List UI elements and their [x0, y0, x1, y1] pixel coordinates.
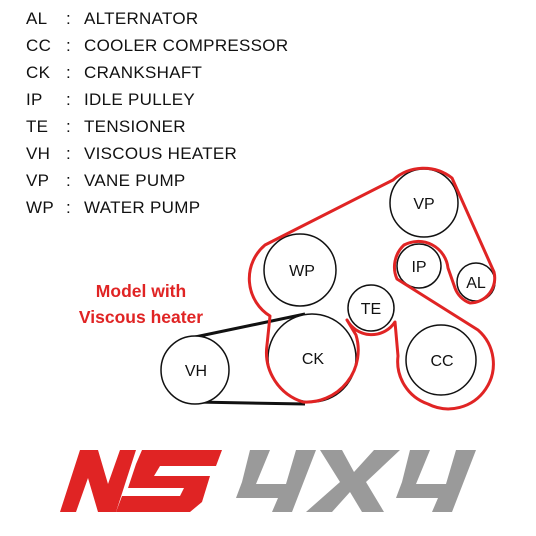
legend-name: ALTERNATOR [84, 9, 199, 28]
legend-separator: : [66, 9, 72, 28]
legend-name: VISCOUS HEATER [84, 144, 238, 163]
legend-abbr: AL [26, 9, 48, 28]
legend-abbr: VP [26, 171, 50, 190]
legend-row-ck: CK : CRANKSHAFT [26, 60, 346, 87]
model-note: Model with Viscous heater [58, 278, 224, 330]
ns4x4-logo-graphic [60, 450, 476, 512]
legend-separator: : [66, 198, 72, 217]
label-ip: IP [411, 259, 426, 276]
legend-separator: : [66, 36, 72, 55]
main-belt-route [247, 166, 497, 411]
legend-name: CRANKSHAFT [84, 63, 203, 82]
legend-separator: : [66, 63, 72, 82]
secondary-belt [194, 312, 306, 406]
model-note-line-1: Model with [95, 281, 187, 301]
legend-row-ip: IP : IDLE PULLEY [26, 87, 346, 114]
legend-separator: : [66, 171, 72, 190]
pulley-ip [396, 243, 442, 289]
secondary-belt-top-run [194, 312, 306, 339]
legend-name: COOLER COMPRESSOR [84, 36, 289, 55]
legend-separator: : [66, 117, 72, 136]
legend-abbr: WP [26, 198, 54, 217]
legend-abbr: CK [26, 63, 51, 82]
legend-separator: : [66, 144, 72, 163]
logo-ns-mark [60, 450, 222, 512]
label-wp: WP [289, 263, 315, 280]
legend-row-te: TE : TENSIONER [26, 114, 346, 141]
pulley-labels: VP WP IP AL TE CK CC VH [185, 196, 486, 380]
legend-abbr: IP [26, 90, 43, 109]
label-te: TE [361, 301, 381, 318]
label-cc: CC [430, 353, 453, 370]
legend-row-vh: VH : VISCOUS HEATER [26, 141, 346, 168]
legend-row-wp: WP : WATER PUMP [26, 195, 346, 222]
legend-name: IDLE PULLEY [84, 90, 196, 109]
label-vp: VP [413, 196, 434, 213]
legend-row-cc: CC : COOLER COMPRESSOR [26, 33, 346, 60]
pulley-cc [405, 324, 477, 396]
pulley-wp [263, 233, 337, 307]
legend-abbr: VH [26, 144, 51, 163]
main-belt [247, 166, 497, 411]
pulley-vh [160, 335, 230, 405]
secondary-belt-bottom-run [194, 400, 306, 406]
logo-4x4-mark [236, 450, 476, 512]
pulley-te [347, 284, 395, 332]
legend-abbr: CC [26, 36, 52, 55]
pulleys [160, 168, 496, 405]
label-vh: VH [185, 363, 207, 380]
legend-abbr: TE [26, 117, 49, 136]
legend-name: TENSIONER [84, 117, 186, 136]
ns4x4-logo [50, 442, 480, 527]
label-al: AL [466, 275, 486, 292]
legend-separator: : [66, 90, 72, 109]
legend-row-al: AL : ALTERNATOR [26, 6, 346, 33]
legend-row-vp: VP : VANE PUMP [26, 168, 346, 195]
legend-name: WATER PUMP [84, 198, 201, 217]
label-ck: CK [302, 351, 325, 368]
legend: AL : ALTERNATOR CC : COOLER COMPRESSOR C… [26, 6, 346, 222]
model-note-line-2: Viscous heater [78, 307, 204, 327]
legend-name: VANE PUMP [84, 171, 186, 190]
